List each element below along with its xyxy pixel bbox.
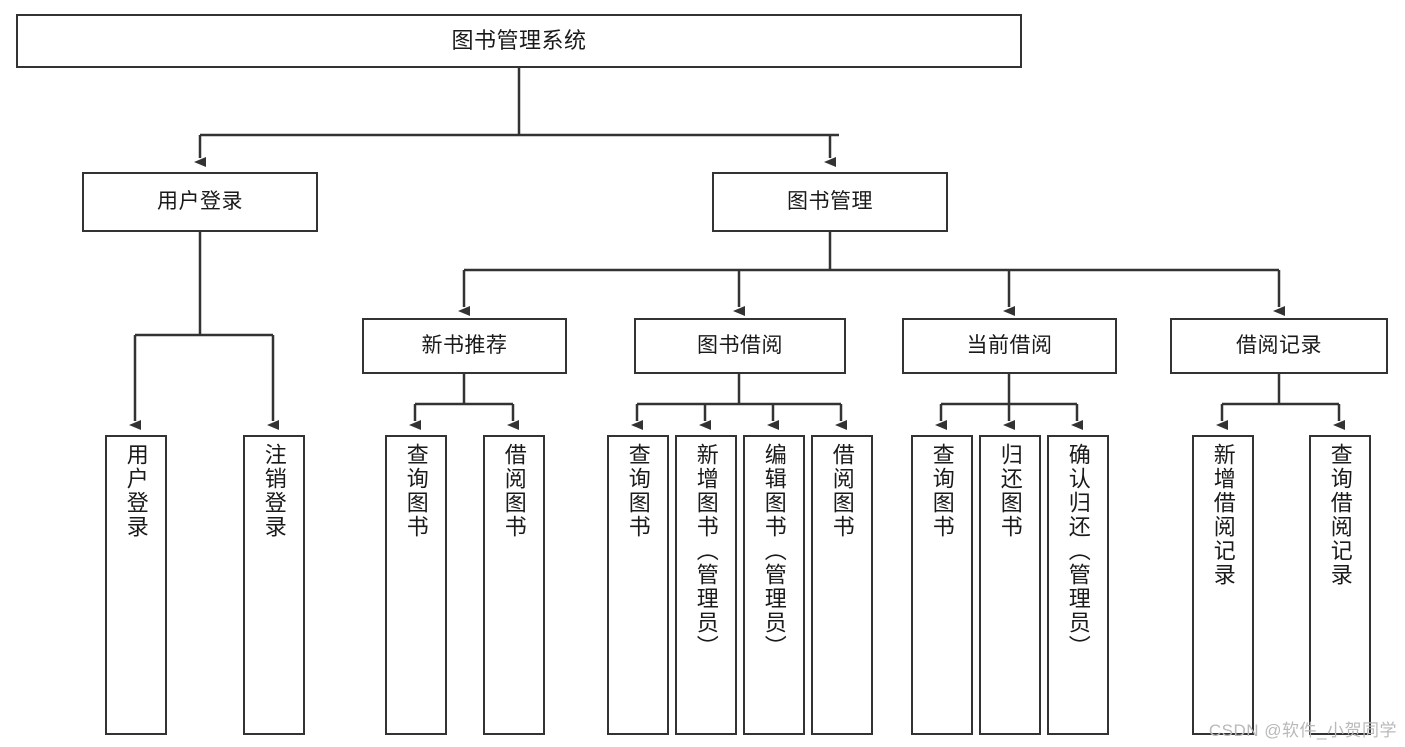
node-root-label: 图书管理系统 <box>451 27 587 53</box>
node-leaf-query-book-nb-label: 查询图书 <box>403 443 429 539</box>
node-leaf-edit-book-label: 编辑图书（管理员） <box>761 443 787 659</box>
node-leaf-confirm-return-label: 确认归还（管理员） <box>1065 443 1091 659</box>
node-user-login-label: 用户登录 <box>157 190 243 214</box>
node-book-manage-label: 图书管理 <box>787 190 873 214</box>
node-leaf-return-book[interactable]: 归还图书 <box>979 435 1041 735</box>
node-book-manage[interactable]: 图书管理 <box>712 172 948 232</box>
node-leaf-borrow-book-bb-label: 借阅图书 <box>829 443 855 539</box>
node-leaf-query-book-cb[interactable]: 查询图书 <box>911 435 973 735</box>
node-leaf-borrow-book-nb-label: 借阅图书 <box>501 443 527 539</box>
csdn-watermark: CSDN @软件_小贺同学 <box>1208 721 1397 740</box>
node-new-book-recommend[interactable]: 新书推荐 <box>362 318 567 374</box>
node-leaf-user-login-label: 用户登录 <box>123 443 149 539</box>
node-leaf-add-book[interactable]: 新增图书（管理员） <box>675 435 737 735</box>
node-root[interactable]: 图书管理系统 <box>16 14 1022 68</box>
node-borrow-record-label: 借阅记录 <box>1236 334 1322 358</box>
node-book-borrow[interactable]: 图书借阅 <box>634 318 846 374</box>
node-leaf-logout-label: 注销登录 <box>261 443 287 539</box>
node-leaf-query-borrow-record-label: 查询借阅记录 <box>1327 443 1353 587</box>
node-leaf-query-borrow-record[interactable]: 查询借阅记录 <box>1309 435 1371 735</box>
node-leaf-query-book-nb[interactable]: 查询图书 <box>385 435 447 735</box>
node-leaf-user-login[interactable]: 用户登录 <box>105 435 167 735</box>
node-current-borrow-label: 当前借阅 <box>966 334 1053 358</box>
node-leaf-confirm-return[interactable]: 确认归还（管理员） <box>1047 435 1109 735</box>
node-borrow-record[interactable]: 借阅记录 <box>1170 318 1388 374</box>
node-leaf-add-borrow-record-label: 新增借阅记录 <box>1210 443 1236 587</box>
node-leaf-query-book-cb-label: 查询图书 <box>929 443 955 539</box>
node-leaf-add-book-label: 新增图书（管理员） <box>693 443 719 659</box>
node-leaf-borrow-book-bb[interactable]: 借阅图书 <box>811 435 873 735</box>
node-current-borrow[interactable]: 当前借阅 <box>902 318 1117 374</box>
node-leaf-query-book-bb-label: 查询图书 <box>625 443 651 539</box>
node-book-borrow-label: 图书借阅 <box>697 334 783 358</box>
node-leaf-return-book-label: 归还图书 <box>997 443 1023 539</box>
node-leaf-logout[interactable]: 注销登录 <box>243 435 305 735</box>
node-new-book-recommend-label: 新书推荐 <box>421 334 508 358</box>
node-leaf-edit-book[interactable]: 编辑图书（管理员） <box>743 435 805 735</box>
node-leaf-query-book-bb[interactable]: 查询图书 <box>607 435 669 735</box>
node-user-login[interactable]: 用户登录 <box>82 172 318 232</box>
node-leaf-add-borrow-record[interactable]: 新增借阅记录 <box>1192 435 1254 735</box>
node-leaf-borrow-book-nb[interactable]: 借阅图书 <box>483 435 545 735</box>
